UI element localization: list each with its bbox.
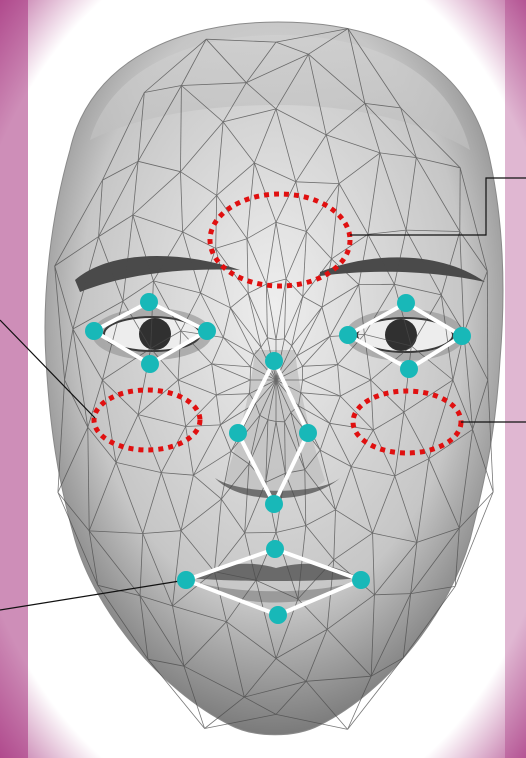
- landmark-right-eye-outer: [453, 327, 471, 345]
- landmark-nose-left: [229, 424, 247, 442]
- landmark-mouth-left: [177, 571, 195, 589]
- mesh-edge: [487, 271, 488, 380]
- landmark-nose-tip: [265, 495, 283, 513]
- landmark-mouth-bottom: [269, 606, 287, 624]
- landmark-right-eye-inner: [339, 326, 357, 344]
- right-iris: [385, 319, 417, 351]
- landmark-left-eye-inner: [198, 322, 216, 340]
- landmark-nose-bridge: [265, 352, 283, 370]
- landmark-left-eye-top: [140, 293, 158, 311]
- landmark-left-eye-outer: [85, 322, 103, 340]
- frame-edge-right: [505, 0, 526, 758]
- landmark-right-eye-bottom: [400, 360, 418, 378]
- landmark-right-eye-top: [397, 294, 415, 312]
- frame-edge-left: [0, 0, 28, 758]
- landmark-mouth-top: [266, 540, 284, 558]
- left-iris: [139, 318, 171, 350]
- landmark-left-eye-bottom: [141, 355, 159, 373]
- landmark-mouth-right: [352, 571, 370, 589]
- landmark-nose-right: [299, 424, 317, 442]
